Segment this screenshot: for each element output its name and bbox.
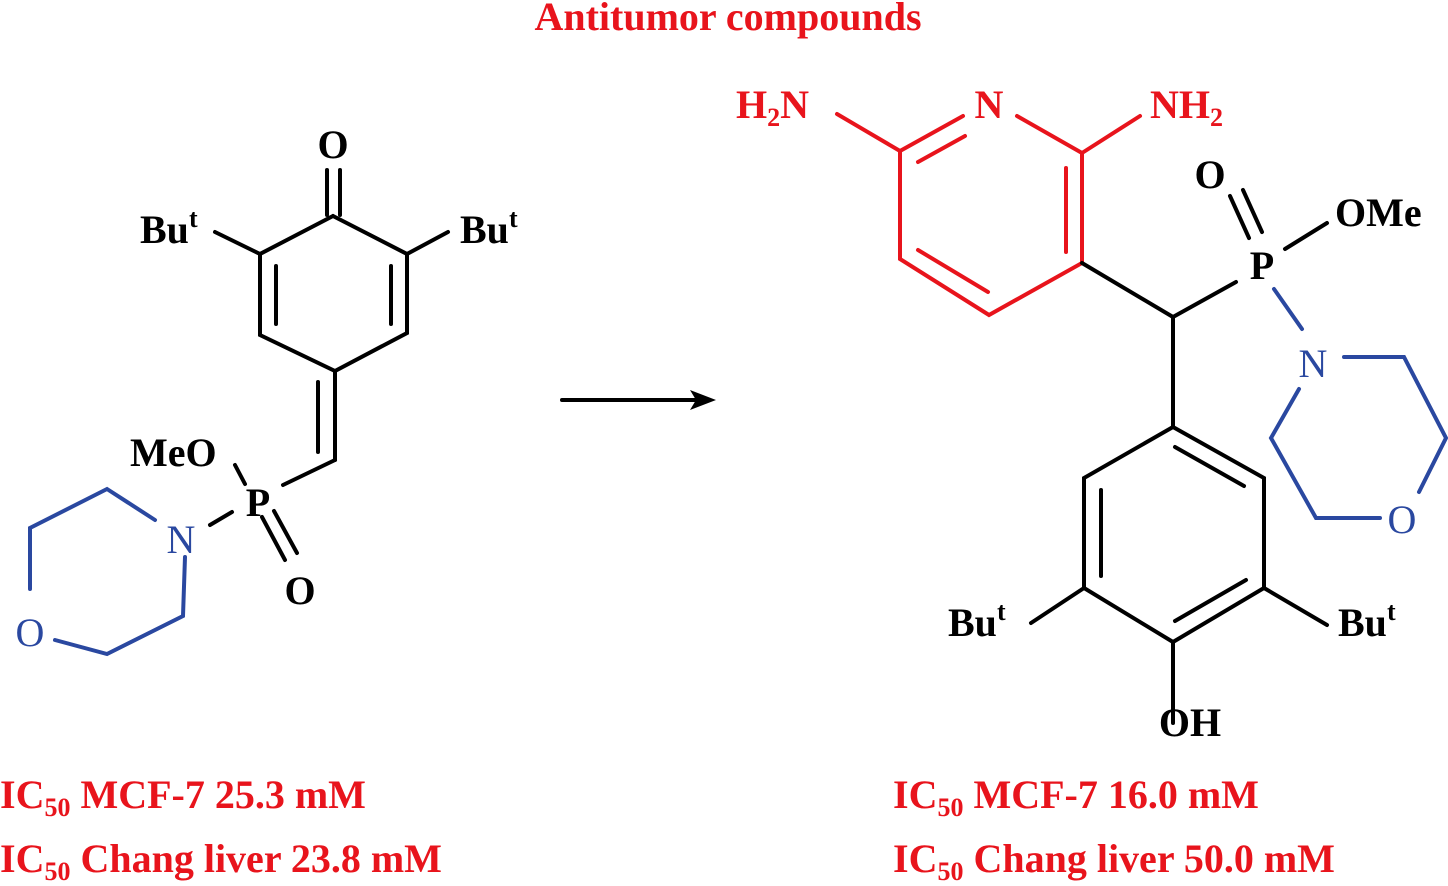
morpholine-nitrogen-label-right: N	[1299, 341, 1328, 386]
amino-label-right: NH2	[1150, 82, 1223, 132]
right-compound: H2N N NH2 O OMe P N O But But OH	[736, 82, 1448, 745]
ic50-subscript: 50	[44, 793, 70, 822]
amino-label-left: H2N	[736, 82, 809, 132]
tert-butyl-text: Bu	[140, 207, 189, 252]
ic50-prefix: IC	[0, 836, 44, 881]
amino-h: H	[736, 82, 767, 127]
scheme-title: Antitumor compounds	[534, 0, 921, 39]
ic50-value: MCF-7 16.0 mM	[963, 772, 1258, 817]
tert-butyl-label-left: But	[140, 204, 198, 252]
tert-butyl-label-right-product: But	[1338, 597, 1396, 645]
right-ic50-chang-liver: IC50 Chang liver 50.0 mM	[893, 836, 1335, 886]
ic50-subscript: 50	[44, 857, 70, 886]
tert-butyl-text: Bu	[1338, 600, 1387, 645]
carbonyl-oxygen-label: O	[317, 122, 348, 167]
hydroxyl-label: OH	[1159, 700, 1221, 745]
tert-superscript: t	[1387, 597, 1396, 626]
morpholine-ring-right	[1268, 287, 1448, 520]
amino-subscript: 2	[767, 103, 780, 132]
pyridine-nitrogen-label: N	[975, 82, 1004, 127]
phosphoryl-oxygen-label-right: O	[1194, 152, 1225, 197]
ic50-value: Chang liver 23.8 mM	[70, 836, 441, 881]
amino-nh: NH	[1150, 82, 1210, 127]
tert-butyl-label-right: But	[460, 204, 518, 252]
tert-superscript: t	[189, 204, 198, 233]
reaction-arrow	[560, 390, 716, 410]
phosphorus-label: P	[246, 480, 270, 525]
ic50-subscript: 50	[937, 793, 963, 822]
left-ic50-chang-liver: IC50 Chang liver 23.8 mM	[0, 836, 442, 886]
morpholine-oxygen-label-right: O	[1388, 497, 1417, 542]
left-ic50-mcf7: IC50 MCF-7 25.3 mM	[0, 772, 366, 822]
ic50-subscript: 50	[937, 857, 963, 886]
methoxy-label-right: OMe	[1335, 190, 1422, 235]
quinone-methide-bonds	[208, 168, 450, 562]
amino-subscript: 2	[1210, 103, 1223, 132]
amino-n: N	[780, 82, 809, 127]
tert-butyl-text: Bu	[948, 600, 997, 645]
phosphoryl-oxygen-label: O	[284, 568, 315, 613]
ic50-prefix: IC	[893, 836, 937, 881]
tert-butyl-text: Bu	[460, 207, 509, 252]
ic50-value: Chang liver 50.0 mM	[963, 836, 1334, 881]
right-ic50-mcf7: IC50 MCF-7 16.0 mM	[893, 772, 1259, 822]
left-compound: O But But MeO P O N O	[16, 122, 518, 657]
ic50-prefix: IC	[0, 772, 44, 817]
morpholine-ring	[28, 486, 187, 657]
methoxy-label: MeO	[130, 430, 217, 475]
ic50-value: MCF-7 25.3 mM	[70, 772, 365, 817]
morpholine-nitrogen-label: N	[167, 517, 196, 562]
phosphorus-label-right: P	[1250, 243, 1274, 288]
tert-superscript: t	[509, 204, 518, 233]
diaminopyridine-bonds	[835, 112, 1142, 318]
tert-butyl-label-left-product: But	[948, 597, 1006, 645]
morpholine-oxygen-label: O	[16, 610, 45, 655]
core-bonds	[1029, 188, 1329, 725]
tert-superscript: t	[997, 597, 1006, 626]
ic50-prefix: IC	[893, 772, 937, 817]
